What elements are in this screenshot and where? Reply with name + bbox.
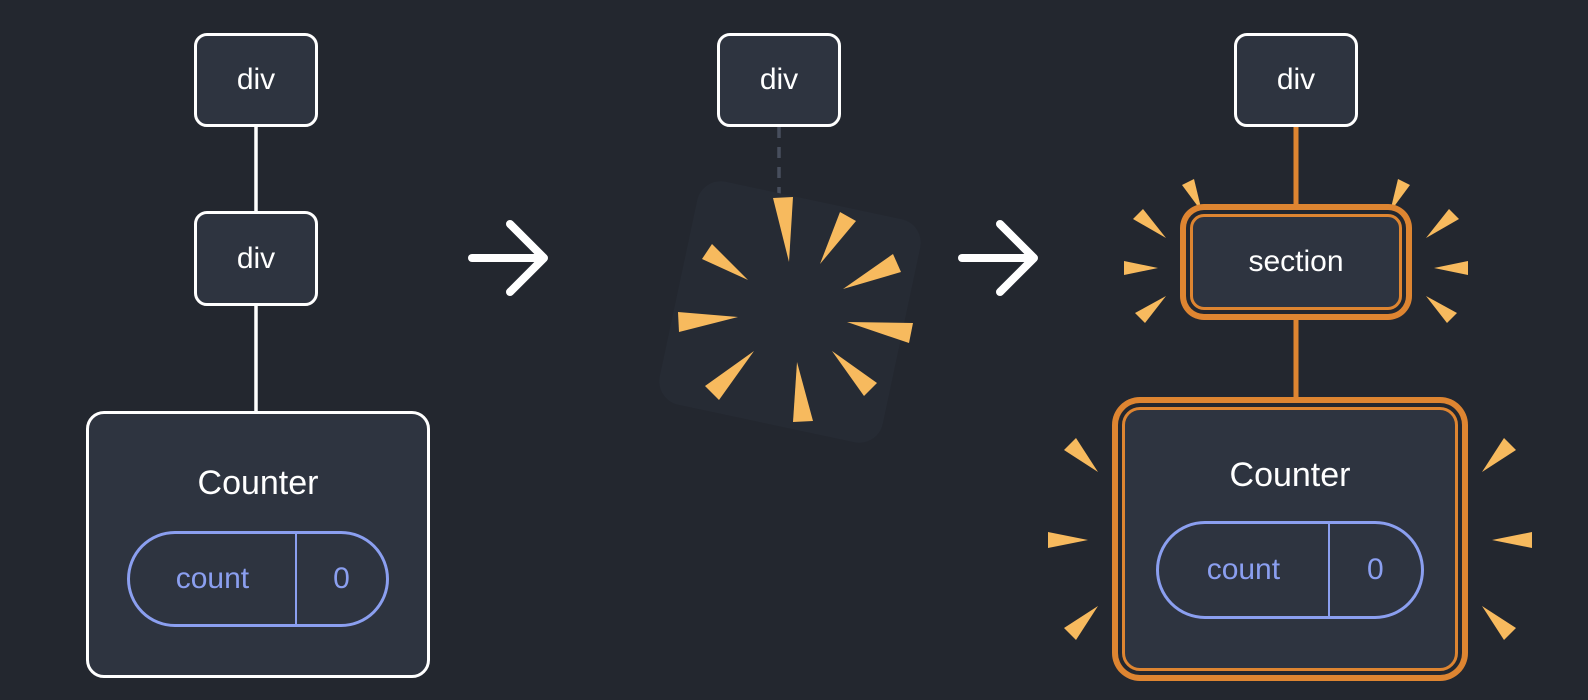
burst-spark-icon <box>1390 179 1410 212</box>
node-div-child-before: div <box>194 211 318 306</box>
burst-spark-icon <box>1426 296 1457 323</box>
state-key: count <box>1159 524 1330 617</box>
node-label: div <box>1276 63 1316 96</box>
counter-title: Counter <box>197 464 319 502</box>
state-key: count <box>130 534 297 625</box>
burst-spark-icon <box>1482 438 1516 472</box>
arrow-right-icon <box>958 220 1038 296</box>
node-label: div <box>236 63 276 96</box>
node-div-root-after: div <box>1234 33 1358 127</box>
poof-burst-icon <box>678 197 913 422</box>
burst-spark-icon <box>1133 209 1166 238</box>
burst-spark-icon <box>1048 532 1088 548</box>
arrow-right-icon <box>468 220 548 296</box>
burst-spark-icon <box>1124 261 1158 275</box>
node-label: div <box>759 63 799 96</box>
counter-title: Counter <box>1229 456 1351 494</box>
burst-spark-icon <box>843 254 901 289</box>
node-section-after: section <box>1190 214 1402 310</box>
section-burst-icon <box>1124 179 1468 323</box>
burst-spark-icon <box>1135 296 1166 323</box>
burst-spark-icon <box>773 197 793 262</box>
burst-spark-icon <box>1482 606 1516 640</box>
burst-spark-icon <box>793 362 813 422</box>
node-counter-before: Counter count 0 <box>86 411 430 678</box>
burst-spark-icon <box>1492 532 1532 548</box>
burst-spark-icon <box>820 212 856 264</box>
burst-spark-icon <box>1434 261 1468 275</box>
node-div-root-before: div <box>194 33 318 127</box>
burst-spark-icon <box>705 351 754 400</box>
burst-spark-icon <box>702 244 748 280</box>
burst-spark-icon <box>1064 438 1098 472</box>
burst-spark-icon <box>1064 606 1098 640</box>
node-div-root-during: div <box>717 33 841 127</box>
state-value: 0 <box>1367 553 1384 587</box>
node-counter-after: Counter count 0 <box>1122 407 1458 671</box>
burst-spark-icon <box>832 351 877 396</box>
state-pill: count 0 <box>127 531 389 628</box>
node-label: div <box>236 241 276 275</box>
burst-spark-icon <box>847 322 913 343</box>
burst-spark-icon <box>1182 179 1202 212</box>
burst-spark-icon <box>678 312 738 332</box>
state-pill: count 0 <box>1156 521 1424 620</box>
burst-spark-icon <box>1426 209 1459 238</box>
node-label: section <box>1248 245 1344 278</box>
state-value: 0 <box>333 562 350 596</box>
counter-burst-icon <box>1048 438 1532 640</box>
